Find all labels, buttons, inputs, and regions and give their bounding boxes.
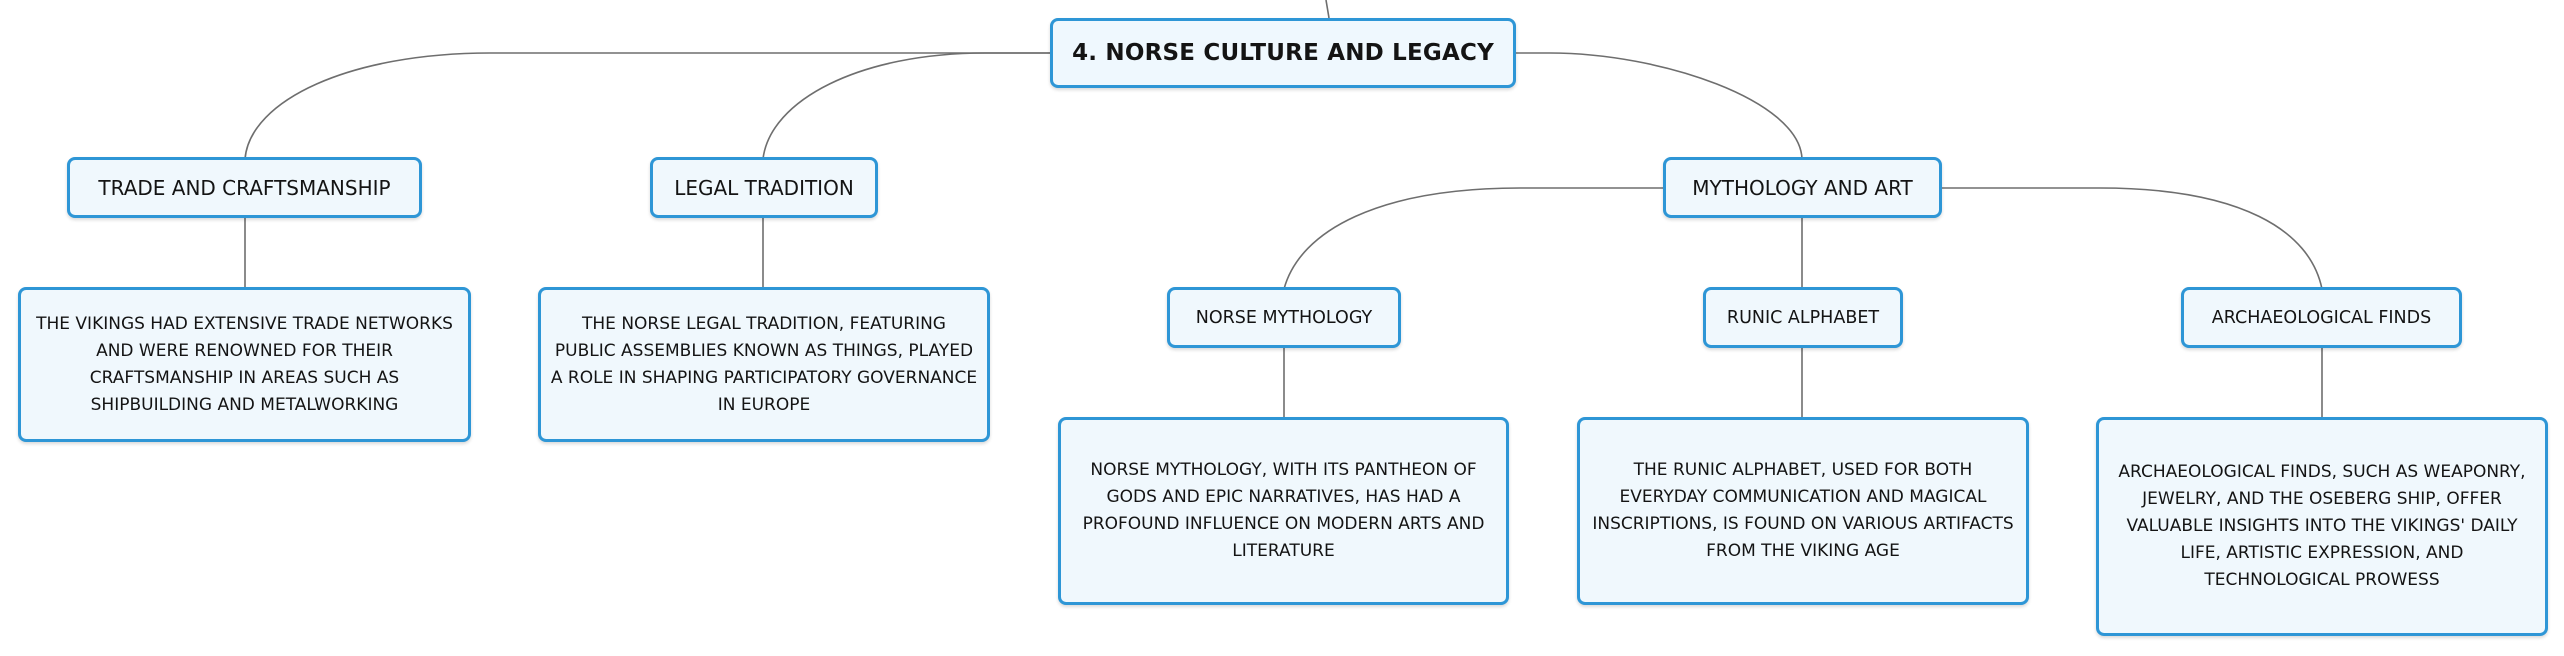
root-topic-label: 4. NORSE CULTURE AND LEGACY [1072,40,1494,66]
connector-mythart-to-norse-mythology [1283,187,1665,290]
connector-root-to-trade [244,52,1052,160]
detail-trade-text: THE VIKINGS HAD EXTENSIVE TRADE NETWORKS… [36,313,453,415]
topic-mythology-art-label: MYTHOLOGY AND ART [1692,175,1913,200]
connector-root-to-mythology-art [1514,52,1803,160]
detail-trade-craftsmanship[interactable]: THE VIKINGS HAD EXTENSIVE TRADE NETWORKS… [18,287,471,442]
subtopic-runic-alphabet[interactable]: RUNIC ALPHABET [1703,287,1903,348]
detail-legal-tradition[interactable]: THE NORSE LEGAL TRADITION, FEATURING PUB… [538,287,990,442]
subtopic-archaeological-finds-label: ARCHAEOLOGICAL FINDS [2211,307,2432,328]
detail-runic-alphabet[interactable]: THE RUNIC ALPHABET, USED FOR BOTH EVERYD… [1577,417,2029,605]
subtopic-norse-mythology[interactable]: NORSE MYTHOLOGY [1167,287,1401,348]
connector-root-to-legal [762,52,1052,160]
topic-legal-tradition[interactable]: LEGAL TRADITION [650,157,878,218]
topic-legal-label: LEGAL TRADITION [674,175,854,200]
topic-mythology-art[interactable]: MYTHOLOGY AND ART [1663,157,1942,218]
subtopic-norse-mythology-label: NORSE MYTHOLOGY [1195,307,1373,328]
detail-archaeological-finds-text: ARCHAEOLOGICAL FINDS, SUCH AS WEAPONRY, … [2118,462,2526,590]
topic-trade-craftsmanship[interactable]: TRADE AND CRAFTSMANSHIP [67,157,422,218]
subtopic-runic-alphabet-label: RUNIC ALPHABET [1726,307,1880,328]
detail-norse-mythology-text: NORSE MYTHOLOGY, WITH ITS PANTHEON OF GO… [1082,460,1485,561]
detail-legal-text: THE NORSE LEGAL TRADITION, FEATURING PUB… [550,313,978,415]
detail-archaeological-finds[interactable]: ARCHAEOLOGICAL FINDS, SUCH AS WEAPONRY, … [2096,417,2548,636]
connector-mythart-to-archaeological [1940,187,2323,290]
root-topic-node[interactable]: 4. NORSE CULTURE AND LEGACY [1050,18,1516,88]
detail-runic-alphabet-text: THE RUNIC ALPHABET, USED FOR BOTH EVERYD… [1592,460,2014,561]
topic-trade-label: TRADE AND CRAFTSMANSHIP [98,175,391,200]
connector-parent-to-root [1325,0,1330,19]
subtopic-archaeological-finds[interactable]: ARCHAEOLOGICAL FINDS [2181,287,2462,348]
detail-norse-mythology[interactable]: NORSE MYTHOLOGY, WITH ITS PANTHEON OF GO… [1058,417,1509,605]
